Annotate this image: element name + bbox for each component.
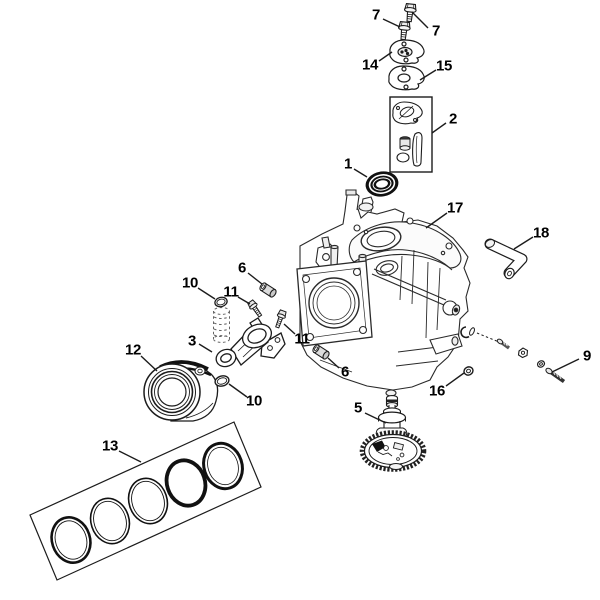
leader-line-dowel-pin-lower — [327, 357, 340, 369]
leader-line-breather-gasket — [419, 69, 437, 81]
o-ring-lower-illustration — [214, 375, 230, 387]
breather-gasket-illustration — [388, 65, 425, 91]
breather-screws-illustration — [396, 2, 418, 41]
crankcase-illustration — [296, 189, 471, 397]
washer-illustration — [463, 366, 474, 376]
leader-line-breather-cover — [378, 51, 393, 62]
leader-line-connecting-rod — [198, 343, 213, 353]
leader-line-breather-kit-box — [431, 122, 447, 134]
leader-line-crankcase — [425, 212, 448, 229]
leader-line-piston — [140, 355, 158, 372]
leader-line-rod-screw-right — [283, 323, 296, 335]
leader-lines — [118, 11, 580, 463]
leader-line-washer — [445, 372, 465, 387]
breather-cover-illustration — [389, 39, 425, 65]
leader-line-camshaft — [364, 412, 387, 424]
leader-line-o-ring-upper — [197, 287, 216, 300]
ring-set-illustration — [29, 421, 262, 581]
leader-line-breather-cover-screw-right — [411, 11, 429, 29]
leader-line-oil-seal — [353, 168, 368, 178]
piston-illustration — [143, 360, 219, 422]
governor-parts-illustration — [460, 326, 566, 384]
leader-line-breather-tube — [513, 236, 534, 250]
leader-line-piston-ring-set — [118, 450, 142, 463]
oil-seal-illustration — [365, 171, 399, 197]
connecting-rod-illustration — [215, 317, 286, 368]
leader-line-dowel-pin-upper — [247, 272, 263, 285]
camshaft-illustration — [359, 395, 427, 472]
leader-line-rod-screw-left — [237, 296, 251, 305]
breather-kit-illustration — [389, 96, 433, 173]
breather-tube-illustration — [484, 238, 528, 280]
leader-line-breather-cover-screw-left — [382, 18, 401, 28]
leader-line-governor-screw — [551, 358, 580, 373]
leader-line-o-ring-lower — [228, 383, 248, 398]
rod-assembly-illustration — [213, 281, 331, 368]
